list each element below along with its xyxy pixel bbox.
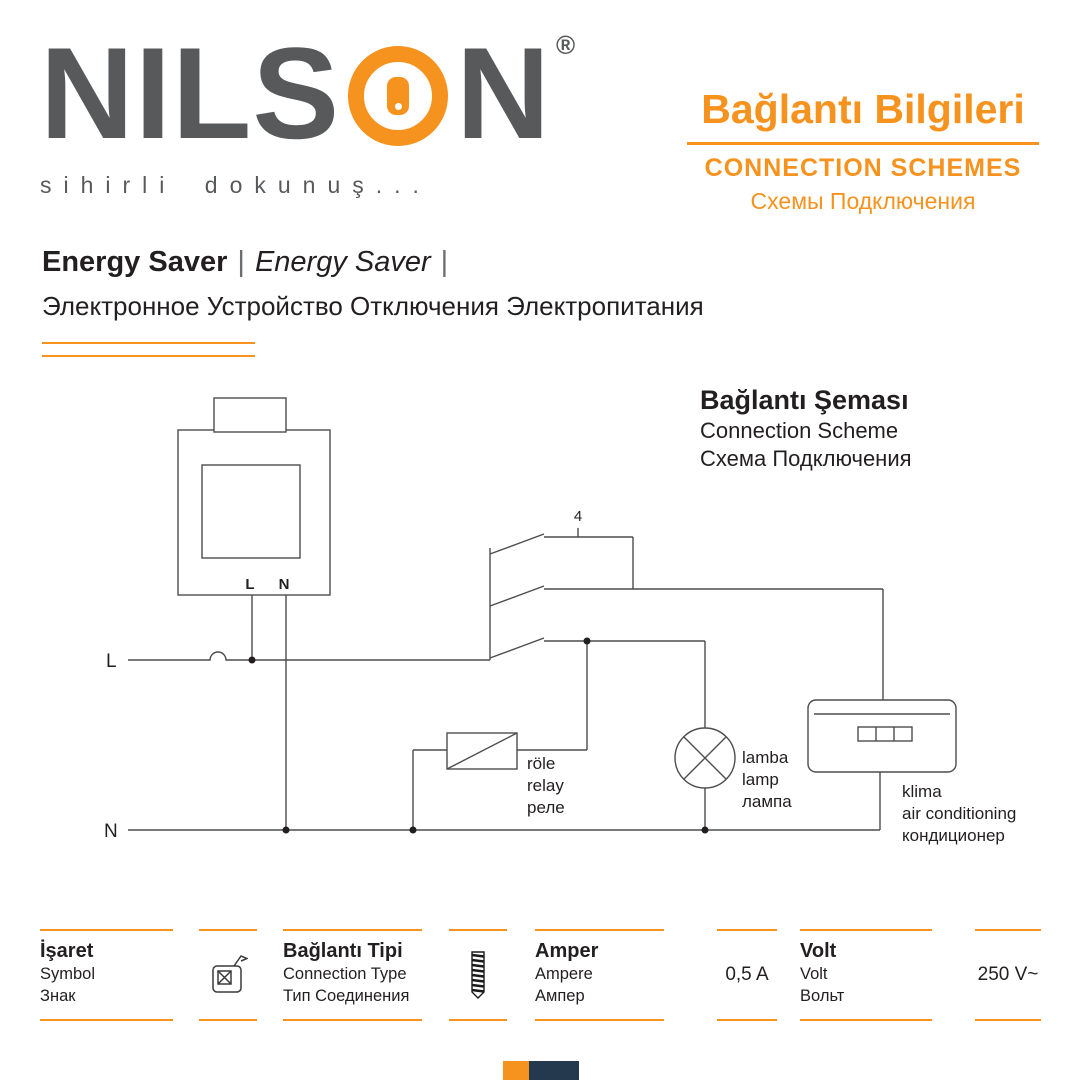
brand-block: NILS N ® sihirli dokunuş... (40, 28, 575, 199)
volt-value: 250 V~ (977, 964, 1039, 985)
footer-mark-orange (503, 1061, 529, 1080)
spec-connection-labels: Bağlantı Tipi Connection Type Тип Соедин… (283, 929, 422, 1021)
spec-connection-en: Connection Type (283, 965, 407, 983)
relay-label-ru: реле (527, 798, 565, 817)
lamp-label-ru: лампа (742, 792, 792, 811)
line-n-label: N (104, 821, 118, 842)
product-name-ru: Электронное Устройство Отключения Электр… (42, 291, 704, 321)
junction-dot (282, 826, 290, 834)
device-card-slot (201, 464, 301, 559)
spec-volt-value-cell: 250 V~ (975, 929, 1041, 1021)
spec-volt-labels: Volt Volt Вольт (800, 929, 932, 1021)
spec-symbol-ru: Знак (40, 986, 76, 1005)
ac-label-tr: klima (902, 782, 942, 801)
card-symbol-icon (212, 955, 248, 993)
relay-label-en: relay (527, 776, 564, 795)
logo-card-dot (394, 103, 402, 110)
line-l-label: L (106, 651, 117, 672)
spec-symbol-tr: İşaret (40, 940, 94, 962)
junction-dot (409, 826, 417, 834)
product-underline-1 (42, 342, 255, 344)
product-name-row: Energy Saver | Energy Saver | (42, 246, 704, 279)
device-top-tab (213, 397, 287, 433)
scheme-title-tr: Bağlantı Şeması (700, 385, 909, 415)
scheme-title-en: Connection Scheme (700, 418, 899, 444)
switch-blade-2 (489, 585, 545, 607)
spec-volt-ru: Вольт (800, 986, 845, 1005)
switch-blade-3 (489, 637, 545, 659)
logo-card-icon (387, 77, 410, 115)
spec-symbol-en: Symbol (40, 965, 96, 983)
relay-diagonal (446, 732, 518, 770)
product-name-tr: Energy Saver (42, 246, 228, 278)
header-divider (687, 142, 1039, 145)
spec-connection-icon-cell (449, 929, 507, 1021)
brand-tagline: sihirli dokunuş... (40, 172, 431, 198)
lamp-label-tr: lamba (742, 748, 789, 767)
lamp-cross (683, 736, 727, 780)
switch-blade-1 (489, 533, 545, 555)
spec-ampere-ru: Ампер (535, 986, 585, 1005)
product-name-en: Energy Saver (254, 246, 431, 278)
junction-dot (701, 826, 709, 834)
scheme-heading: Bağlantı Şeması Connection Scheme Схема … (700, 384, 912, 472)
logo-text-nils: NILS (40, 20, 341, 166)
spec-ampere-value-cell: 0,5 A (717, 929, 777, 1021)
spec-ampere-en: Ampere (535, 965, 593, 983)
ac-label-ru: кондиционер (902, 826, 1005, 845)
ampere-value: 0,5 A (725, 964, 769, 985)
screw-terminal-icon (471, 951, 485, 999)
ac-grille-dividers (875, 727, 895, 741)
product-title-block: Energy Saver | Energy Saver | Электронное У… (42, 246, 704, 357)
spec-volt-tr: Volt (800, 940, 837, 962)
spec-ampere-tr: Amper (535, 940, 599, 962)
wire-line-l (128, 651, 490, 661)
terminal-n-label: N (279, 576, 290, 593)
spec-symbol-labels: İşaret Symbol Знак (40, 929, 173, 1021)
page-title-ru: Схемы Подключения (750, 188, 976, 214)
spec-ampere-labels: Amper Ampere Ампер (535, 929, 664, 1021)
relay-label-tr: röle (527, 754, 555, 773)
ac-label-en: air conditioning (902, 804, 1016, 823)
nilson-logo: NILS N ® (40, 28, 575, 158)
page-footer-mark (503, 1061, 579, 1080)
spec-volt-en: Volt (800, 965, 828, 983)
product-underline-2 (42, 355, 255, 357)
footer-mark-navy (529, 1061, 579, 1080)
page-header: Bağlantı Bilgileri CONNECTION SCHEMES Сх… (687, 86, 1039, 215)
junction-dot (248, 656, 256, 664)
ac-grille (857, 726, 913, 742)
logo-text-n: N (456, 20, 552, 166)
scheme-title-ru: Схема Подключения (700, 445, 912, 471)
terminal-l-label: L (245, 576, 254, 593)
contact-number-label: 4 (574, 508, 582, 525)
lamp-label-en: lamp (742, 770, 779, 789)
pipe-separator: | (237, 246, 245, 278)
spec-symbol-icon-cell (199, 929, 257, 1021)
page-title-en: CONNECTION SCHEMES (704, 154, 1022, 182)
spec-connection-tr: Bağlantı Tipi (283, 940, 403, 962)
registered-trademark: ® (556, 30, 576, 60)
spec-connection-ru: Тип Соединения (283, 986, 410, 1005)
pipe-separator: | (440, 246, 449, 278)
junction-dot (583, 637, 591, 645)
page-title-tr: Bağlantı Bilgileri (701, 86, 1025, 132)
